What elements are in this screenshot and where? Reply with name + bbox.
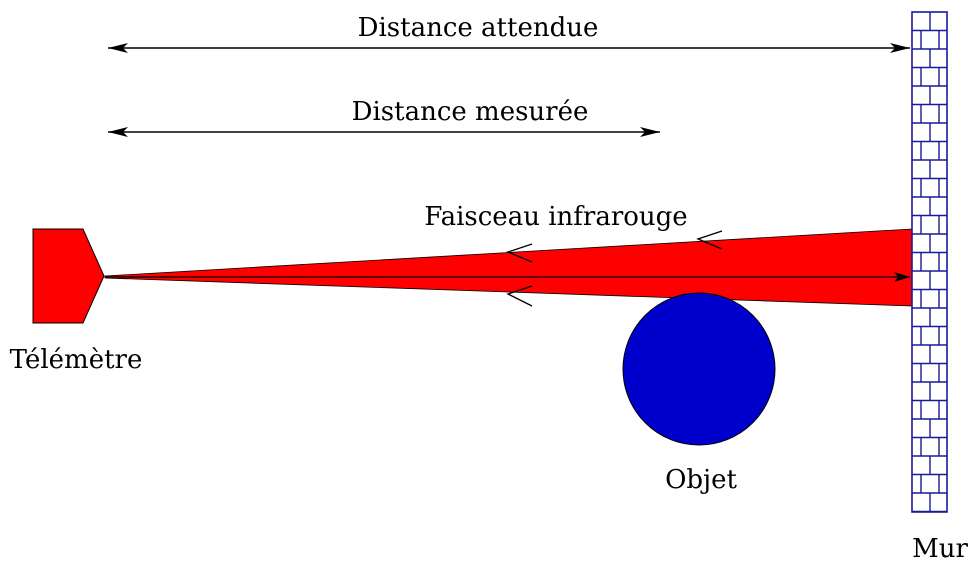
return-arrow-lower-middle — [506, 285, 533, 307]
brick-wall — [911, 11, 948, 513]
measured-distance-label: Distance mesurée — [352, 97, 589, 127]
wall-label: Mur — [912, 534, 968, 564]
beam-label: Faisceau infrarouge — [424, 202, 687, 232]
return-arrow-upper-middle — [506, 243, 533, 263]
object-disc — [622, 292, 776, 446]
rangefinder — [32, 228, 105, 324]
return-arrow-upper-right — [696, 230, 723, 250]
rangefinder-label: Télémètre — [10, 345, 143, 375]
expected-distance-label: Distance attendue — [358, 13, 599, 43]
object-label: Objet — [665, 465, 737, 495]
